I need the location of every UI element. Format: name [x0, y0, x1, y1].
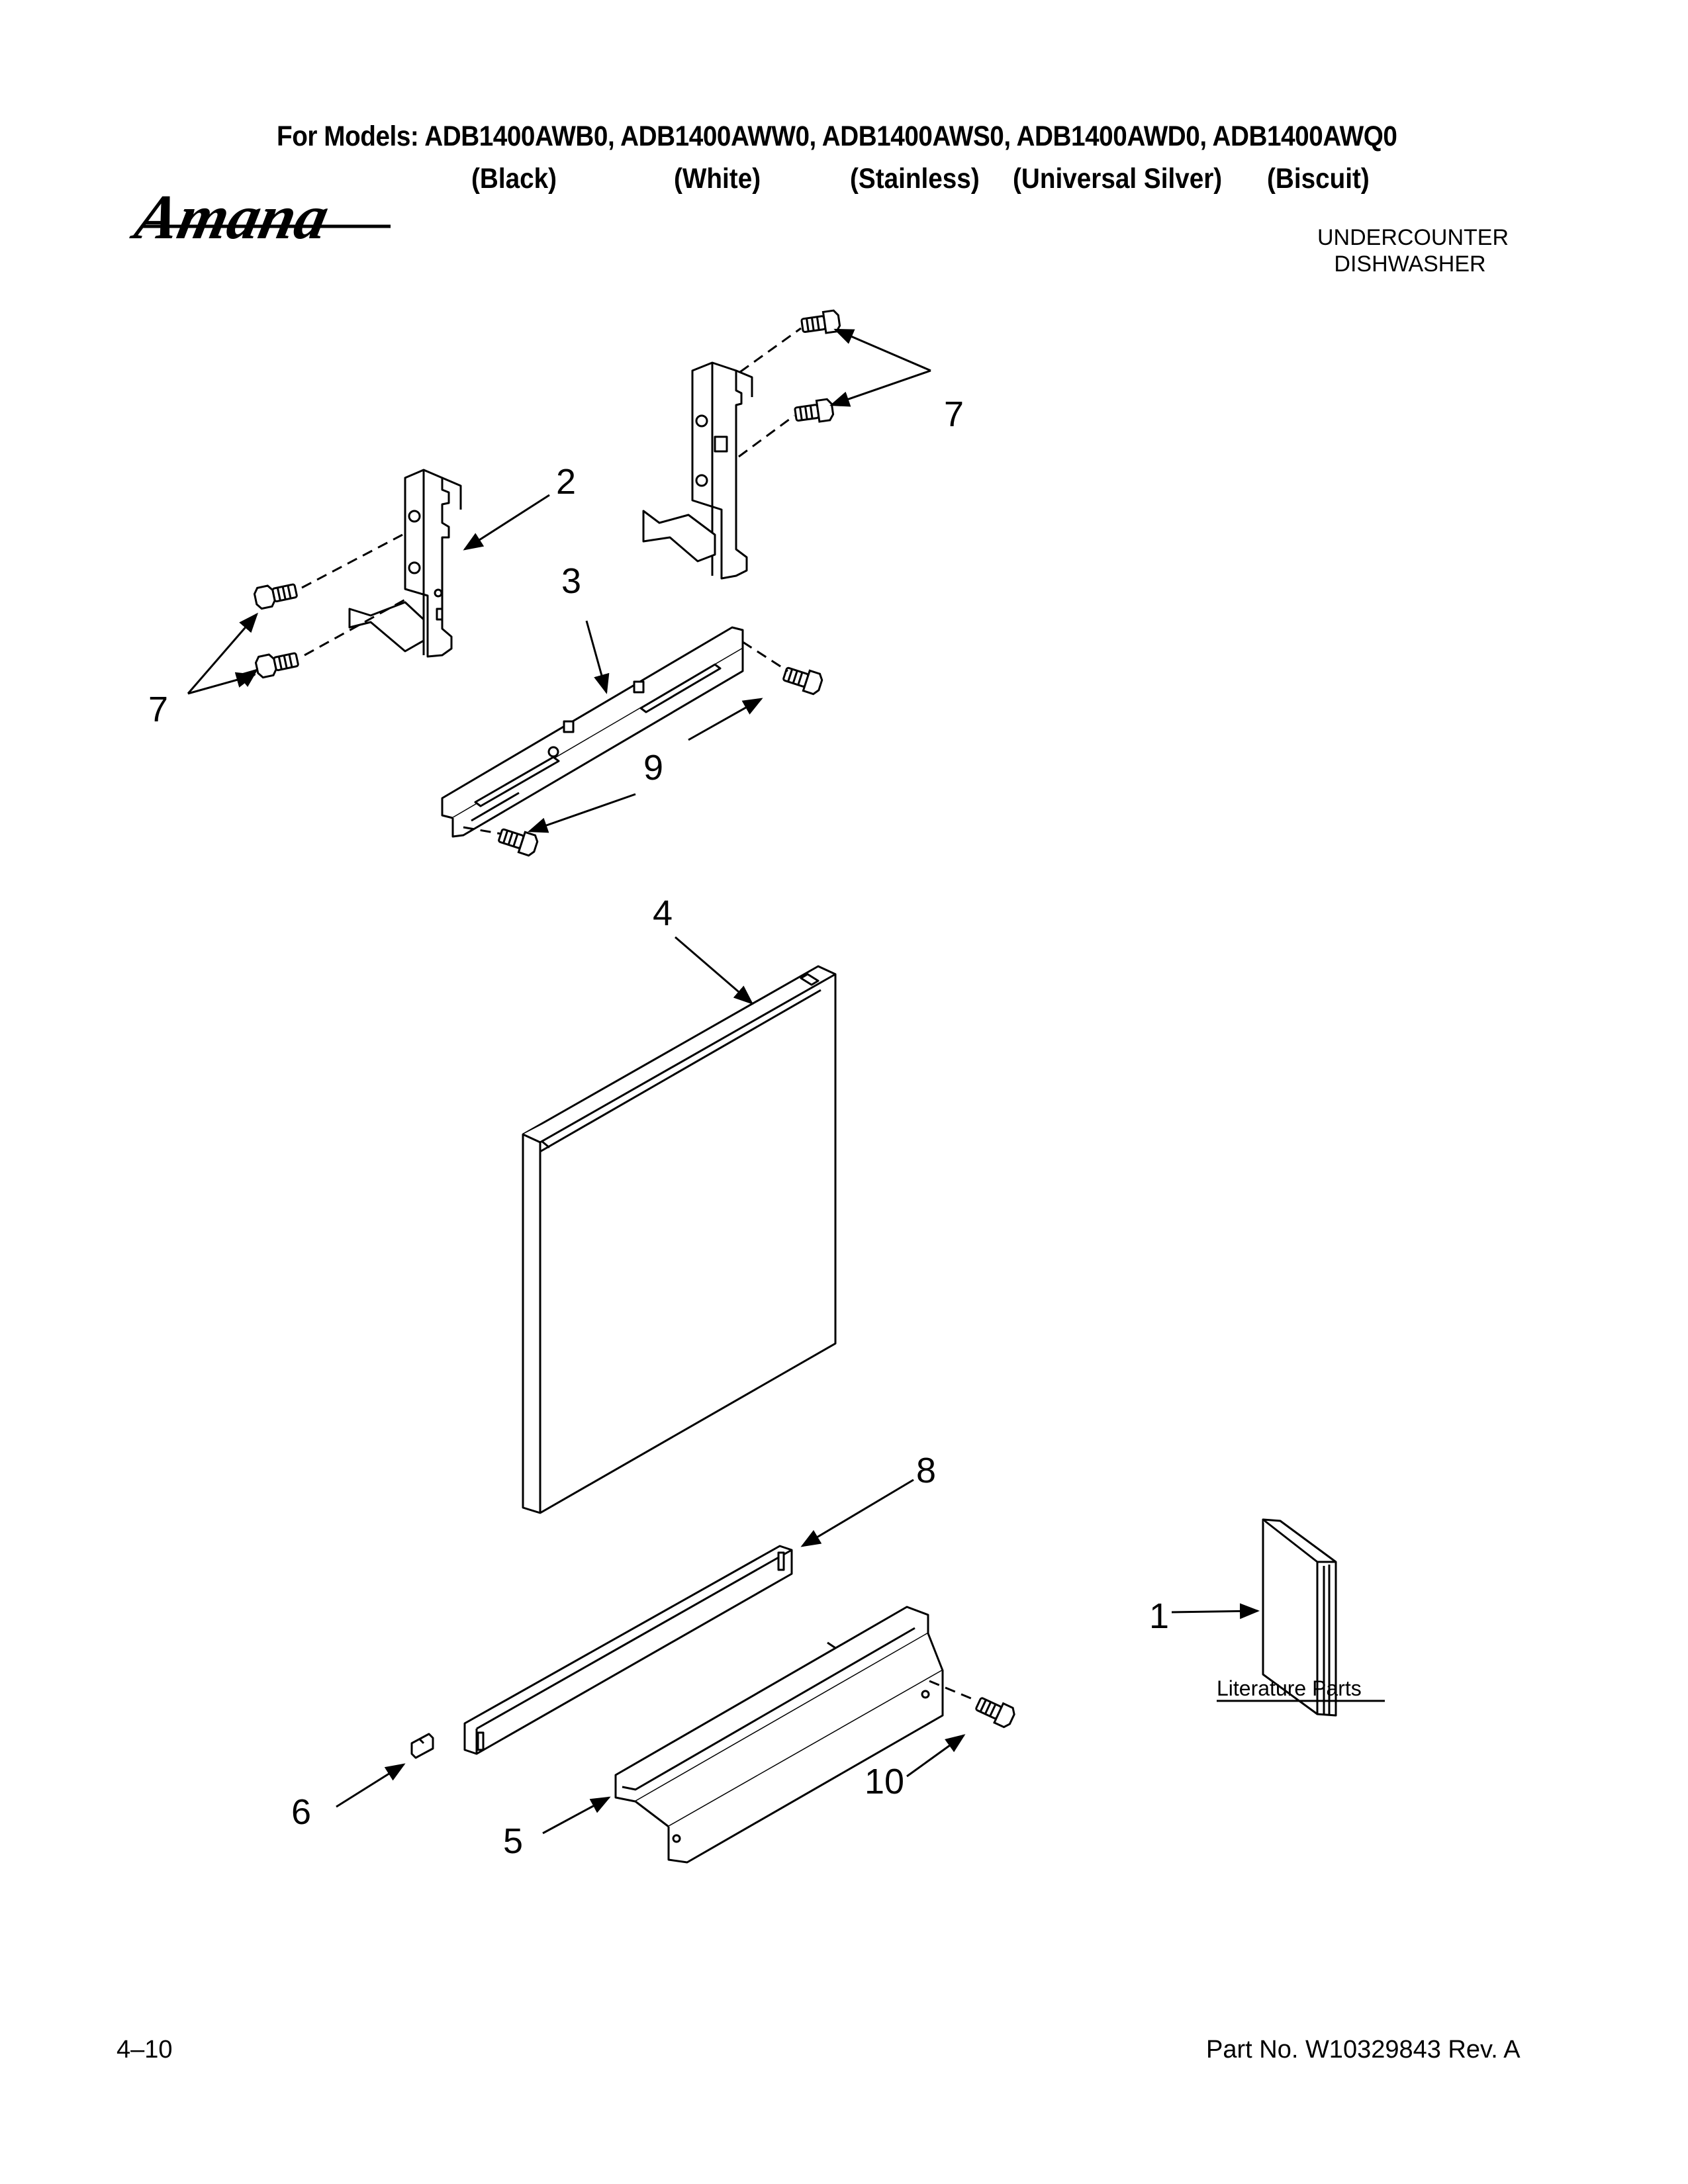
- color-stainless: (Stainless): [850, 163, 980, 195]
- callout-4: 4: [653, 893, 673, 933]
- callout-1: 1: [1149, 1596, 1169, 1636]
- part-2-right-bracket: [642, 361, 753, 580]
- callout-2: 2: [556, 462, 576, 502]
- amana-logo: Amana: [126, 181, 391, 252]
- dashed-leaders-9: [463, 641, 788, 835]
- part-number: Part No. W10329843 Rev. A: [1206, 2036, 1521, 2064]
- callout-7-right: 7: [944, 394, 964, 434]
- color-biscuit: (Biscuit): [1267, 163, 1370, 195]
- literature-parts-label: Literature Parts: [1217, 1676, 1362, 1700]
- svg-text:Amana: Amana: [126, 181, 336, 252]
- callout-8: 8: [916, 1451, 936, 1490]
- callout-3: 3: [561, 561, 581, 601]
- callout-6: 6: [291, 1792, 311, 1832]
- part-3-door-bracket: [441, 626, 744, 838]
- callout-5: 5: [503, 1821, 523, 1861]
- product-line-1: UNDERCOUNTER: [1317, 225, 1509, 250]
- part-4-door-panel: [522, 965, 837, 1514]
- color-universal-silver: (Universal Silver): [1013, 163, 1223, 195]
- page-number: 4–10: [117, 2036, 173, 2064]
- part-8-strip: [463, 1545, 793, 1755]
- dashed-leaders-left: [301, 533, 406, 657]
- callout-10: 10: [865, 1762, 904, 1801]
- callout-arrows: [187, 328, 1260, 1835]
- color-black: (Black): [471, 163, 557, 195]
- part-2-left-bracket: [348, 469, 462, 658]
- part-6-clip: [410, 1733, 434, 1759]
- part-5-toe-kick: [614, 1606, 944, 1864]
- dashed-leaders-right: [738, 327, 802, 458]
- callout-9: 9: [643, 748, 663, 788]
- callout-labels: 7 2 3 7 9 4 8 1 Literature Parts 10 6 5: [148, 394, 1385, 1861]
- screw-10: [975, 1697, 1015, 1729]
- screws-7-left: [253, 583, 299, 679]
- color-white: (White): [674, 163, 761, 195]
- screws-7-right: [794, 309, 841, 423]
- models-line: For Models: ADB1400AWB0, ADB1400AWW0, AD…: [277, 120, 1397, 152]
- callout-7-left: 7: [148, 690, 168, 729]
- dashed-leader-10: [929, 1680, 978, 1702]
- screws-9: [498, 666, 823, 857]
- part-1-literature: [1262, 1518, 1337, 1717]
- product-line-2: DISHWASHER: [1334, 251, 1486, 277]
